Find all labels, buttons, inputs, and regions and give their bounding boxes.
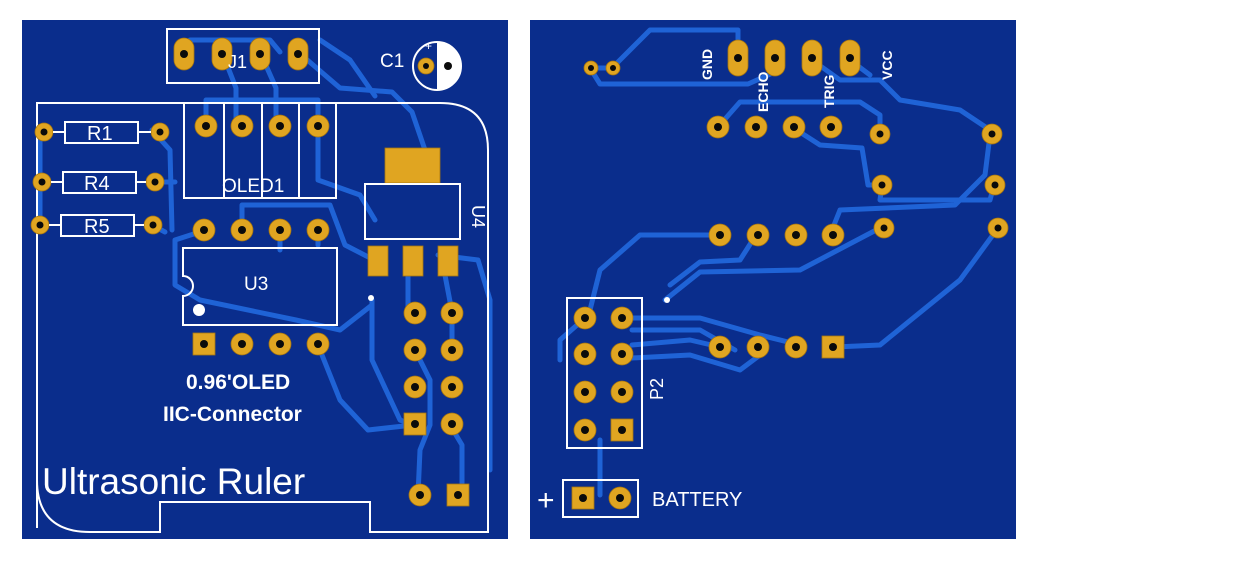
top-board-substrate — [22, 20, 508, 539]
sensor-echo-label: ECHO — [755, 71, 771, 112]
oled1-top-pads — [194, 114, 330, 138]
j1-pads — [173, 37, 309, 71]
p2-label: P2 — [647, 378, 667, 400]
r1-label: R1 — [87, 123, 113, 145]
j1-label: J1 — [228, 52, 247, 72]
sensor-header-pads — [727, 39, 861, 77]
top-power-connector — [408, 483, 470, 507]
u4-label: U4 — [468, 205, 488, 228]
resistor-r4: R4 — [32, 171, 165, 195]
sensor-vcc-label: VCC — [879, 50, 895, 80]
board-title: Ultrasonic Ruler — [42, 461, 305, 502]
oled1-label: OLED1 — [222, 176, 284, 197]
oled-note-line2: IIC-Connector — [163, 403, 302, 426]
resistor-r1: R1 — [34, 121, 170, 145]
ultrasonic-sensor-header: GND ECHO TRIG VCC — [699, 39, 895, 112]
c1-capacitor: + C1 — [380, 39, 462, 91]
p2-header: P2 — [566, 297, 667, 449]
resistor-r5: R5 — [30, 214, 163, 238]
u3-ic: U3 — [182, 218, 338, 356]
bottom-resistor-pads — [869, 123, 1009, 239]
u4-regulator: U4 — [364, 147, 488, 277]
u3-bottom-pads — [192, 332, 330, 356]
bottom-side-board: GND ECHO TRIG VCC — [530, 20, 1016, 539]
top-right-header — [403, 301, 464, 436]
u3-top-pads — [192, 218, 330, 242]
bottom-oled-pads-row — [706, 115, 843, 139]
oled1-footprint: OLED1 — [183, 102, 337, 199]
battery-label: BATTERY — [652, 489, 742, 511]
sensor-gnd-label: GND — [699, 49, 715, 80]
top-via — [368, 295, 374, 301]
sensor-trig-label: TRIG — [821, 74, 837, 108]
c1-plus-mark: + — [425, 39, 432, 53]
bottom-small-pads — [583, 60, 621, 76]
oled-note-line1: 0.96'OLED — [186, 371, 290, 394]
r5-label: R5 — [84, 216, 110, 238]
bottom-ic-pads-row — [708, 223, 845, 247]
battery-plus-mark: + — [537, 484, 555, 517]
top-side-board: J1 + C1 R1 R4 — [22, 20, 508, 539]
bottom-ic-lower-pads-row — [708, 335, 845, 359]
c1-label: C1 — [380, 51, 404, 72]
r4-label: R4 — [84, 173, 110, 195]
bottom-board-substrate — [530, 20, 1016, 539]
bottom-via — [664, 297, 670, 303]
j1-header: J1 — [166, 28, 320, 84]
battery-connector: + BATTERY — [537, 479, 742, 518]
top-board-edge-silkscreen — [36, 102, 489, 533]
u3-label: U3 — [244, 274, 268, 295]
